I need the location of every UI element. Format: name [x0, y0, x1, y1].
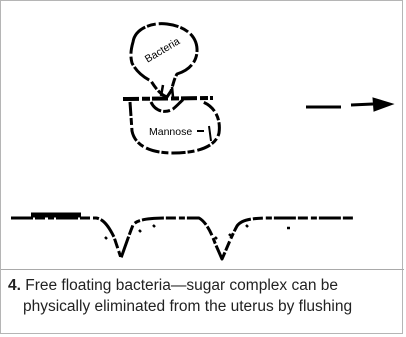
illustration: Bacteria Mannose	[1, 1, 404, 269]
caption-number: 4.	[8, 277, 21, 294]
caption-line-2: physically eliminated from the uterus by…	[8, 296, 400, 317]
bacteria-label: Bacteria	[143, 35, 182, 65]
caption-divider	[1, 269, 404, 270]
flush-arrow-head	[373, 98, 393, 111]
figure-caption: 4. Free floating bacteria—sugar complex …	[8, 275, 400, 317]
mannose-bar	[123, 98, 213, 99]
uterus-lining	[11, 218, 353, 259]
caption-line-1: Free floating bacteria—sugar complex can…	[21, 277, 338, 294]
flush-arrow-line	[306, 104, 373, 107]
mannose-label: Mannose	[149, 126, 192, 138]
